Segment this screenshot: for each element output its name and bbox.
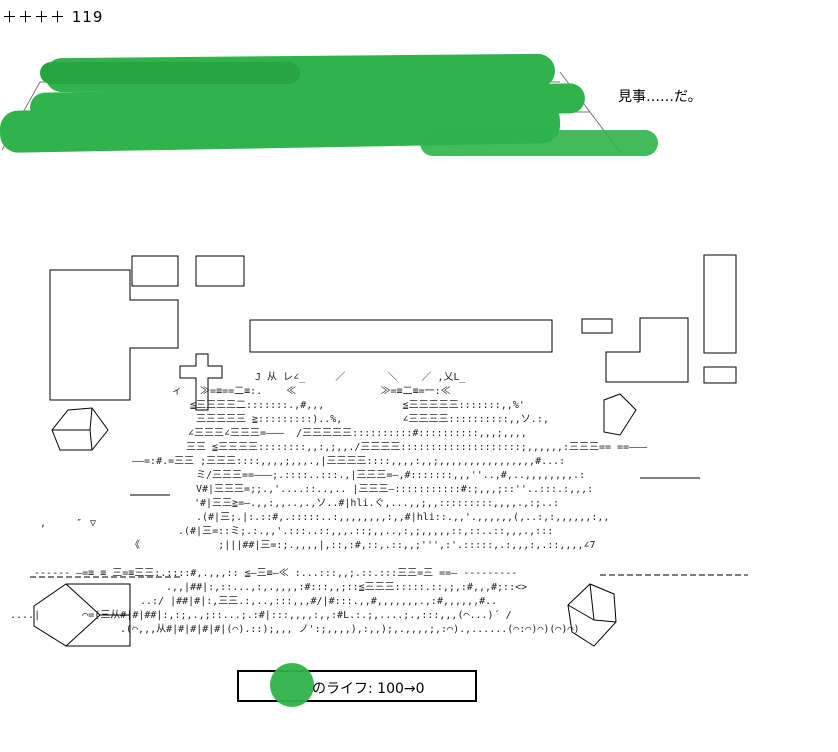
ascii-art-scene: J 从 レ∠_ ／ ＼ ／ ,乂L_ ィ ≫=≡==二≡:. ≪ ≫=≡二≡=一… bbox=[0, 250, 838, 660]
dialogue-line: 見事……だ。 bbox=[618, 89, 702, 105]
status-redaction bbox=[270, 663, 314, 707]
onomatopoeia-boxes bbox=[30, 254, 748, 647]
redaction-area bbox=[0, 52, 660, 162]
counter-text: ＋＋＋＋ 119 bbox=[2, 8, 104, 26]
status-text: のライフ: 100→0 bbox=[312, 681, 425, 697]
